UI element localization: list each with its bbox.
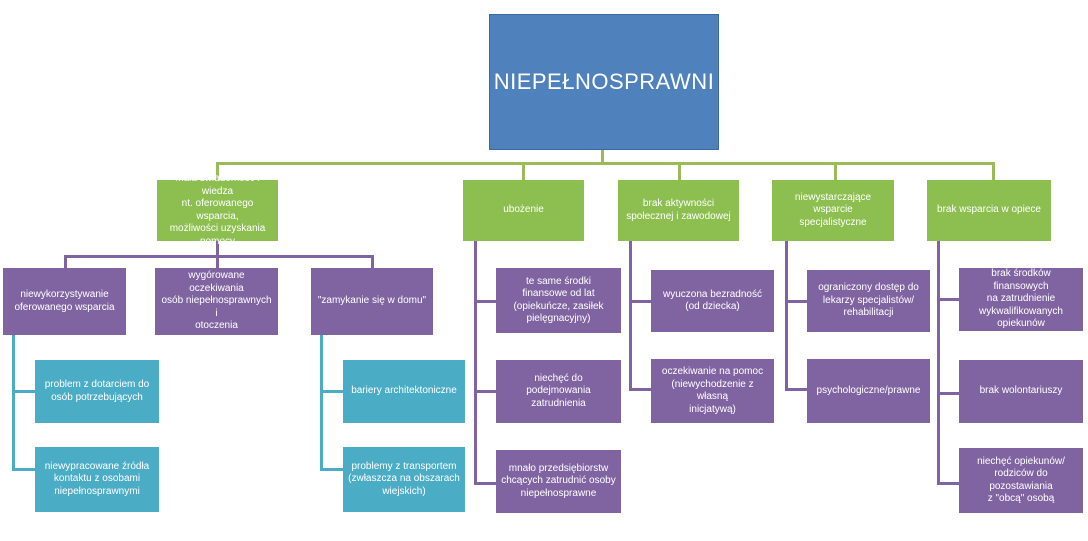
connector-line xyxy=(629,388,651,391)
leaf-node: niewypracowane źródła kontaktu z osobami… xyxy=(35,447,159,512)
connector-line xyxy=(937,392,959,395)
leaf-node: te same środki finansowe od lat (opiekuń… xyxy=(496,268,621,333)
connector-line xyxy=(12,335,15,470)
sub-branch-node: "zamykanie się w domu" xyxy=(311,268,433,335)
branch-node: brak wsparcia w opiece xyxy=(927,180,1051,241)
connector-line xyxy=(474,300,496,303)
connector-line xyxy=(474,390,496,393)
connector-line xyxy=(371,255,374,268)
connector-line xyxy=(64,255,67,268)
leaf-node: bariery architektoniczne xyxy=(343,360,465,423)
leaf-node: problem z dotarciem do osób potrzebujący… xyxy=(35,360,159,423)
sub-branch-node: wygórowane oczekiwania osób niepełnospra… xyxy=(155,268,278,335)
leaf-node: problemy z transportem (zwłaszcza na obs… xyxy=(343,447,465,512)
leaf-node: ograniczony dostęp do lekarzy specjalist… xyxy=(807,270,930,332)
connector-line xyxy=(785,300,807,303)
root-node: NIEPEŁNOSPRAWNI xyxy=(489,14,719,150)
connector-line xyxy=(678,162,681,180)
connector-line xyxy=(601,150,604,163)
connector-line xyxy=(629,241,632,391)
connector-line xyxy=(834,162,837,180)
connector-line xyxy=(12,390,35,393)
connector-line xyxy=(216,255,219,268)
connector-line xyxy=(522,162,525,180)
connector-line xyxy=(320,390,343,393)
connector-line xyxy=(937,482,959,485)
leaf-node: oczekiwanie na pomoc (niewychodzenie z w… xyxy=(651,359,774,423)
connector-line xyxy=(216,162,995,165)
leaf-node: niechęć do podejmowania zatrudnienia xyxy=(496,360,621,423)
sub-branch-node: niewykorzystywanie oferowanego wsparcia xyxy=(3,268,126,335)
connector-line xyxy=(992,162,995,180)
connector-line xyxy=(474,241,477,485)
branch-node: ubożenie xyxy=(463,180,584,241)
leaf-node: wyuczona bezradność (od dziecka) xyxy=(651,270,774,332)
connector-line xyxy=(937,241,940,485)
connector-line xyxy=(216,162,219,180)
leaf-node: brak wolontariuszy xyxy=(959,360,1083,423)
connector-line xyxy=(216,241,219,256)
branch-node: mała świadomość i wiedza nt. oferowanego… xyxy=(157,173,278,247)
connector-line xyxy=(474,482,496,485)
connector-line xyxy=(785,241,788,391)
branch-node: niewystarczające wsparcie specjalistyczn… xyxy=(772,180,894,241)
connector-line xyxy=(937,298,959,301)
leaf-node: mnało przedsiębiorstw chcących zatrudnić… xyxy=(496,450,621,513)
connector-line xyxy=(64,255,374,258)
connector-line xyxy=(320,468,343,471)
leaf-node: brak środków finansowych na zatrudnienie… xyxy=(959,268,1083,331)
connector-line xyxy=(320,335,323,470)
leaf-node: psychologiczne/prawne xyxy=(807,359,930,423)
leaf-node: niechęć opiekunów/ rodziców do pozostawi… xyxy=(959,448,1083,513)
connector-line xyxy=(785,388,807,391)
branch-node: brak aktywności społecznej i zawodowej xyxy=(618,180,739,241)
connector-line xyxy=(629,300,651,303)
connector-line xyxy=(12,468,35,471)
